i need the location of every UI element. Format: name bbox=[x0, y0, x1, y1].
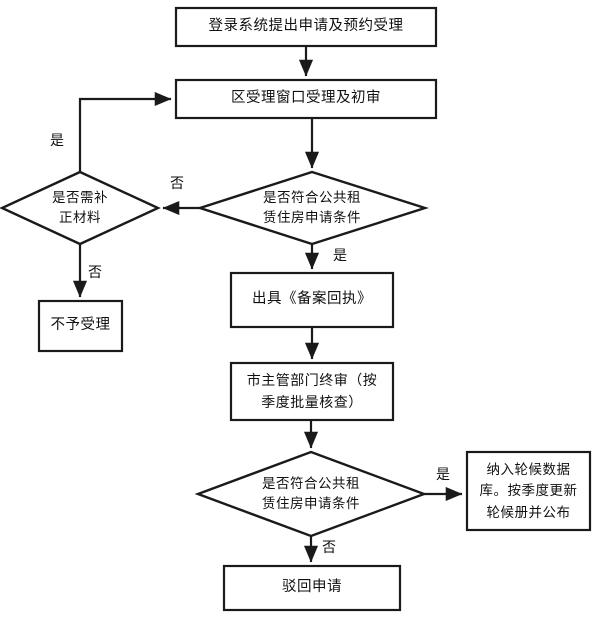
node-issue-receipt bbox=[229, 271, 395, 329]
node-district-accept bbox=[174, 78, 438, 120]
node-reject-application bbox=[222, 564, 402, 612]
edge-supplement-yes-loop bbox=[78, 91, 172, 172]
node-meets-conditions-1 bbox=[196, 170, 429, 246]
node-meets-conditions-2 bbox=[194, 450, 428, 538]
node-apply-online bbox=[174, 6, 438, 48]
node-city-final-review bbox=[229, 361, 395, 422]
node-need-supplement bbox=[0, 170, 161, 246]
node-add-to-waitlist bbox=[465, 450, 592, 532]
node-reject-accept bbox=[37, 299, 124, 353]
